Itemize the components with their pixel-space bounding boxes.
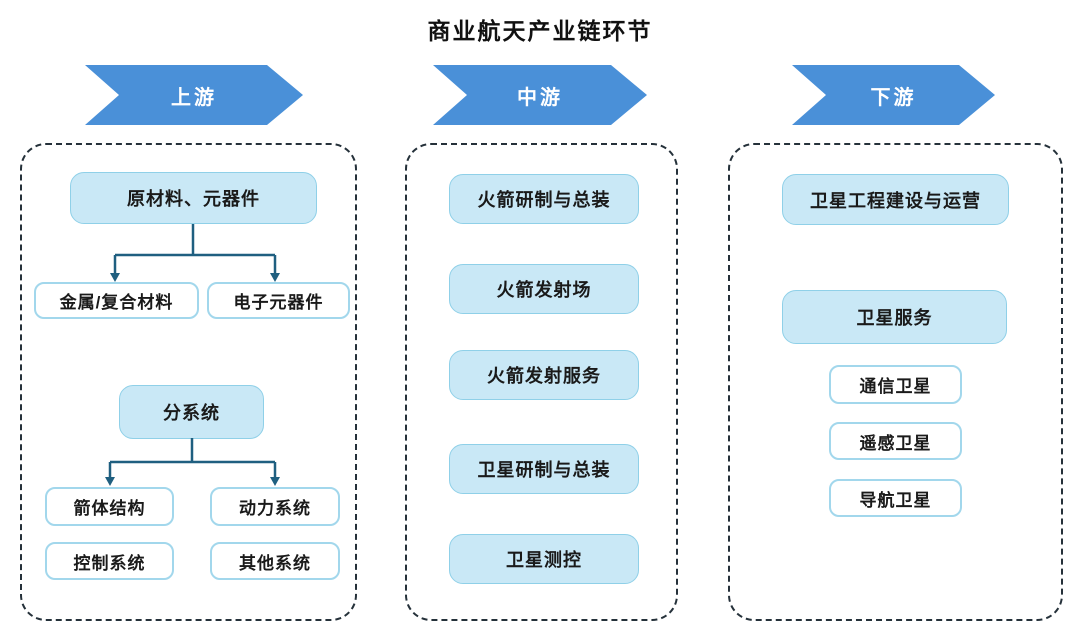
- midstream-container: 火箭研制与总装 火箭发射场 火箭发射服务 卫星研制与总装 卫星测控: [405, 143, 678, 621]
- downstream-container: 卫星工程建设与运营 卫星服务 通信卫星 遥感卫星 导航卫星: [728, 143, 1063, 621]
- banner-midstream: 中游: [433, 65, 647, 125]
- node-electronic-components: 电子元器件: [207, 282, 350, 319]
- node-rocket-launch-site: 火箭发射场: [449, 264, 639, 314]
- node-power-system: 动力系统: [210, 487, 340, 526]
- node-remote-sensing-satellite: 遥感卫星: [829, 422, 962, 460]
- node-rocket-launch-service: 火箭发射服务: [449, 350, 639, 400]
- banner-upstream-label: 上游: [171, 86, 217, 109]
- banner-upstream: 上游: [85, 65, 303, 125]
- connector-subsystems-arrow: [105, 438, 280, 486]
- node-subsystems: 分系统: [119, 385, 264, 439]
- node-control-system: 控制系统: [45, 542, 174, 580]
- page-title: 商业航天产业链环节: [427, 18, 653, 44]
- node-satellite-development-assembly: 卫星研制与总装: [449, 444, 639, 494]
- node-communication-satellite: 通信卫星: [829, 365, 962, 404]
- node-metal-composite: 金属/复合材料: [34, 282, 199, 319]
- node-rocket-development-assembly: 火箭研制与总装: [449, 174, 639, 224]
- banner-downstream-label: 下游: [870, 86, 917, 109]
- node-satellite-service: 卫星服务: [782, 290, 1007, 344]
- node-satellite-ttc: 卫星测控: [449, 534, 639, 584]
- banner-midstream-label: 中游: [517, 86, 563, 109]
- upstream-container: 原材料、元器件 金属/复合材料 电子元器件 分系统 箭体结构 动力系统 控制系统…: [20, 143, 357, 621]
- node-satellite-engineering-operation: 卫星工程建设与运营: [782, 174, 1009, 225]
- connector-materials-arrow: [110, 224, 280, 282]
- node-navigation-satellite: 导航卫星: [829, 479, 962, 517]
- node-rocket-body-structure: 箭体结构: [45, 487, 174, 526]
- node-raw-materials: 原材料、元器件: [70, 172, 317, 224]
- banner-downstream: 下游: [792, 65, 995, 125]
- node-other-systems: 其他系统: [210, 542, 340, 580]
